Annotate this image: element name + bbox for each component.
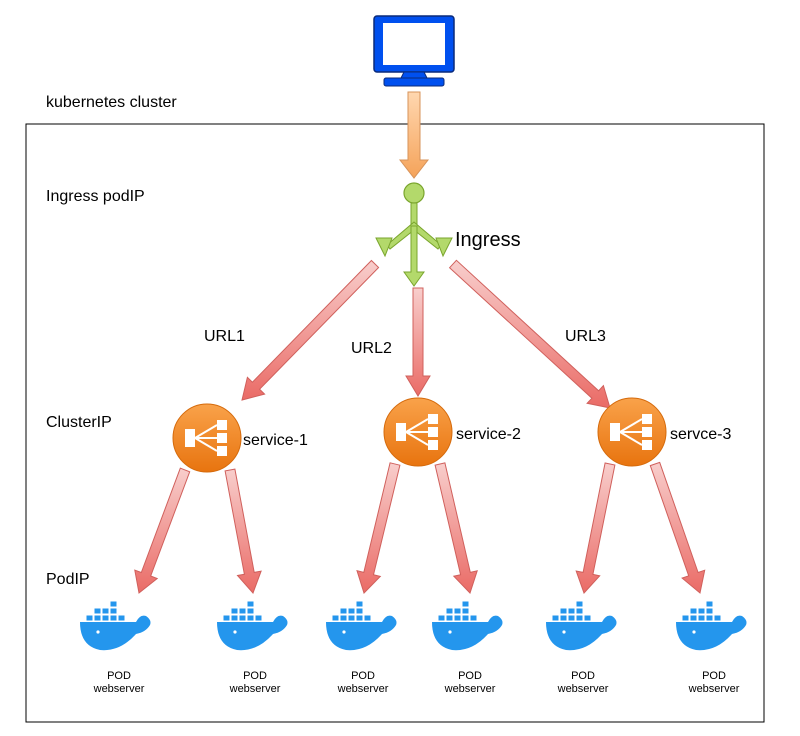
url-label: URL2 xyxy=(351,340,392,357)
docker-whale-icon xyxy=(546,600,617,651)
cluster-label: kubernetes cluster xyxy=(46,94,177,111)
ingress-layer-label: Ingress podIP xyxy=(46,188,145,205)
ingress-icon xyxy=(375,182,453,287)
pod-arrow xyxy=(224,468,262,594)
docker-whale-icon xyxy=(676,600,747,651)
pod-arrow xyxy=(649,461,706,594)
docker-whale-icon xyxy=(326,600,397,651)
service-icon xyxy=(597,397,667,467)
pod-arrow xyxy=(434,462,478,594)
service-label: service-1 xyxy=(243,432,308,449)
podip-layer-label: PodIP xyxy=(46,571,90,588)
route-arrow xyxy=(405,287,431,397)
monitor-icon xyxy=(373,15,455,87)
route-arrow xyxy=(241,259,380,401)
docker-whale-icon xyxy=(217,600,288,651)
ingress-label: Ingress xyxy=(455,229,521,251)
pod-arrows xyxy=(134,461,706,594)
docker-whale-icon xyxy=(80,600,151,651)
cluster-boundary xyxy=(25,123,765,723)
pod-arrow xyxy=(356,462,401,594)
route-arrows xyxy=(241,259,611,409)
url-label: URL3 xyxy=(565,328,606,345)
route-arrow xyxy=(448,259,611,409)
clusterip-layer-label: ClusterIP xyxy=(46,414,112,431)
service-icon xyxy=(172,403,242,473)
docker-whale-icon xyxy=(432,600,503,651)
url-label: URL1 xyxy=(204,328,245,345)
pod-arrow xyxy=(134,467,191,594)
service-label: service-2 xyxy=(456,426,521,443)
service-icon xyxy=(383,397,453,467)
pod-arrow xyxy=(575,462,616,594)
client-to-ingress-arrow xyxy=(398,91,430,179)
service-label: servce-3 xyxy=(670,426,732,443)
